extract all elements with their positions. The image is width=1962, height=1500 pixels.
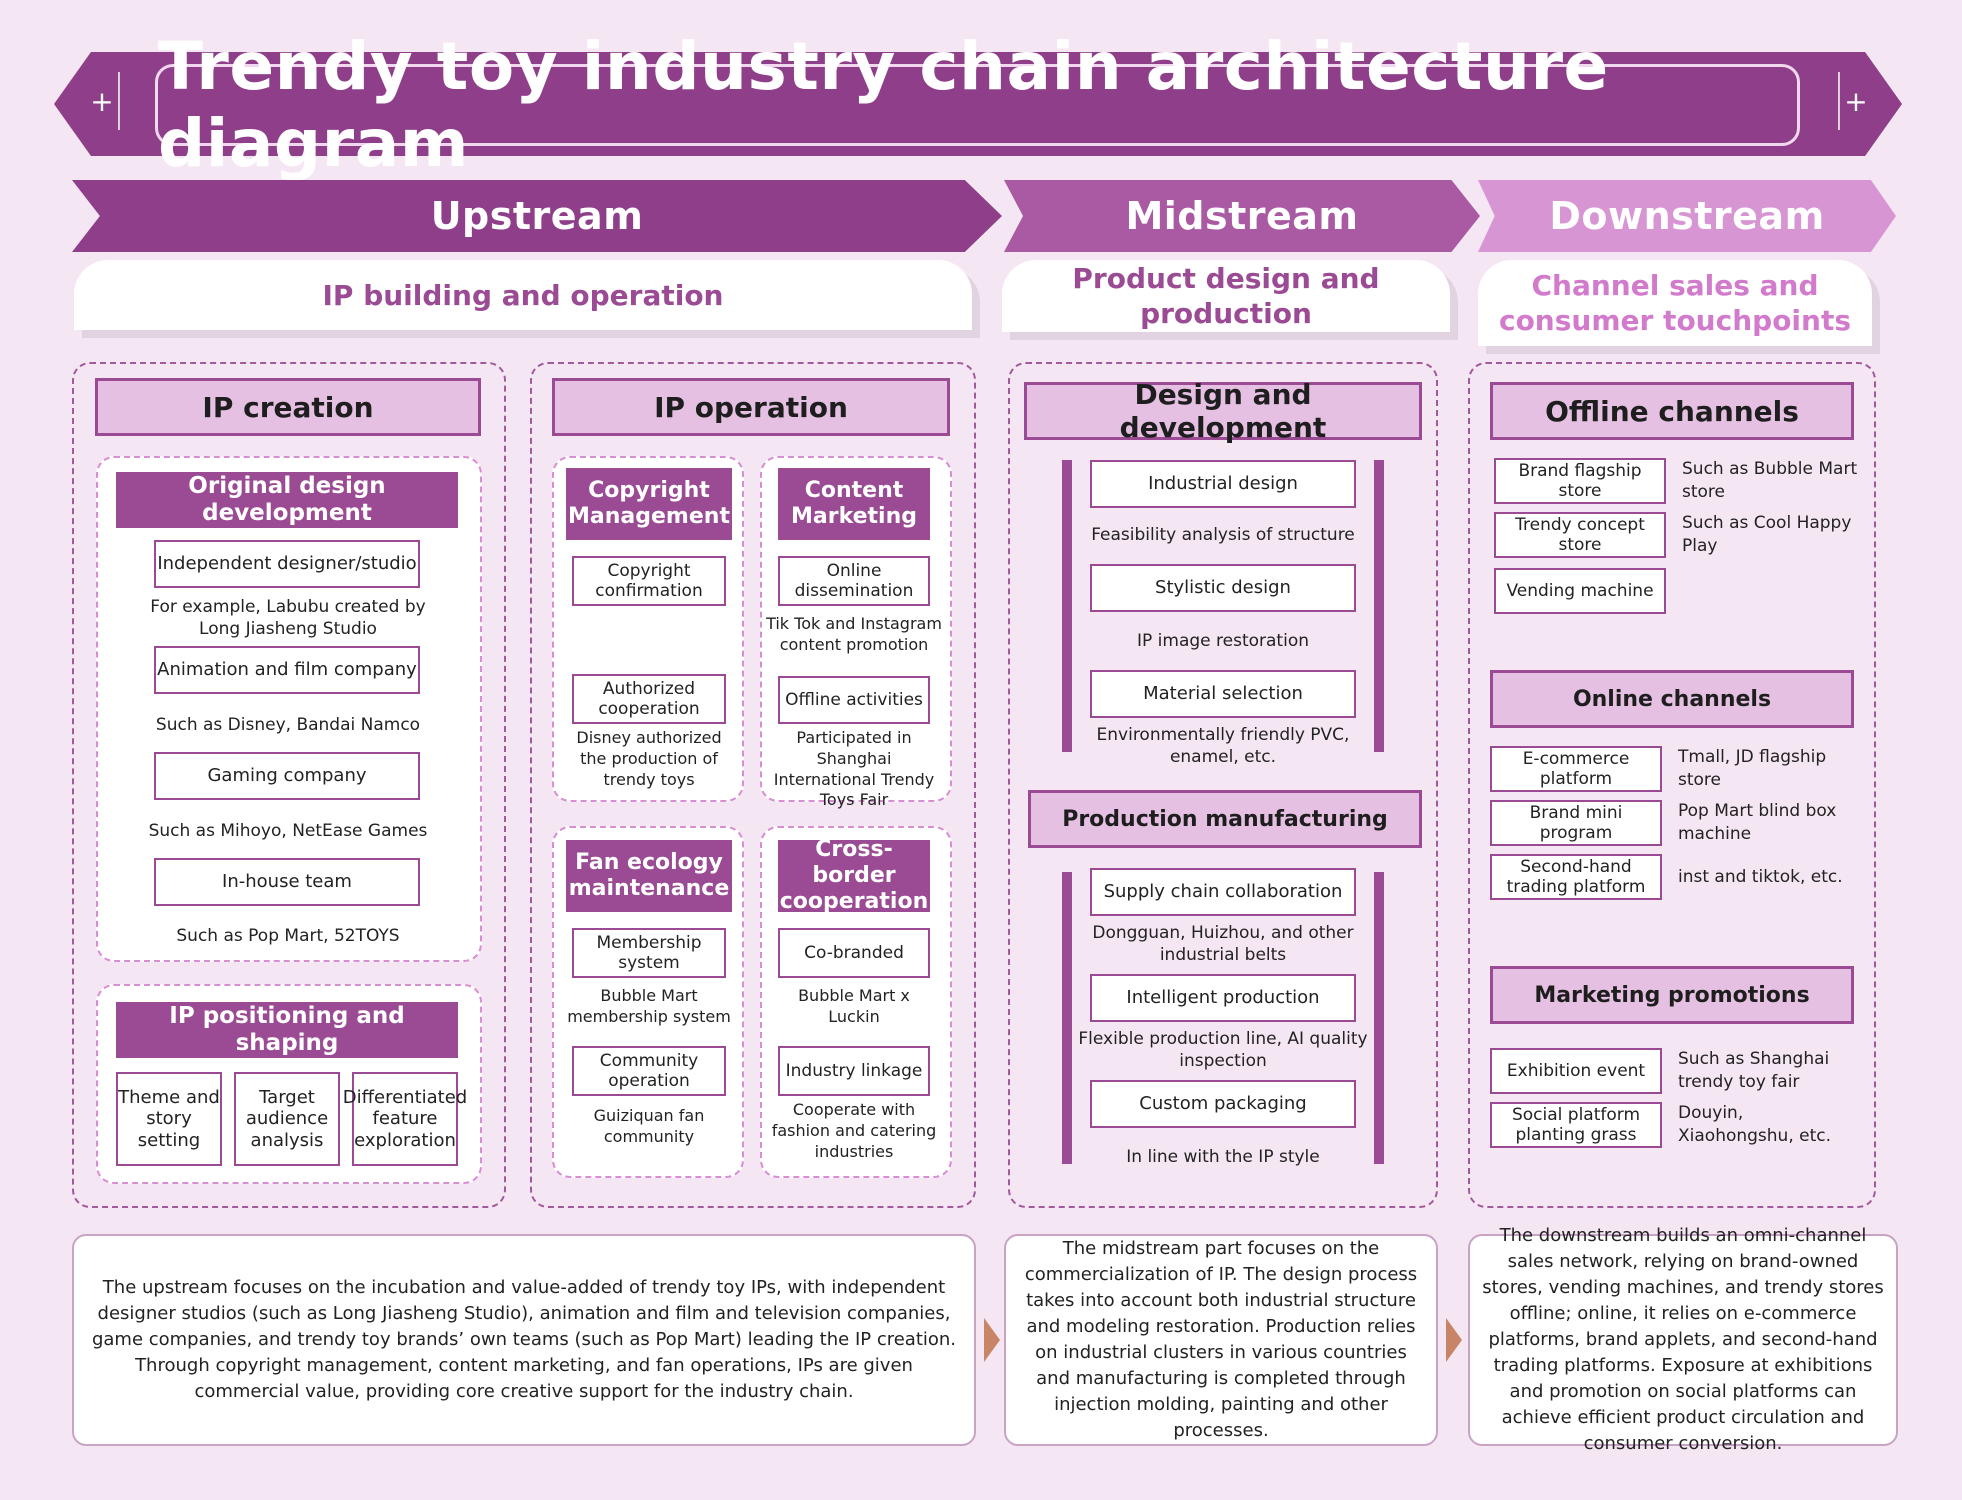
ip-creation-panel: [72, 362, 506, 1208]
upstream-summary: The upstream focuses on the incubation a…: [72, 1234, 976, 1446]
custom-packaging-note: In line with the IP style: [1126, 1147, 1320, 1167]
downstream-panel: [1468, 362, 1876, 1208]
title-banner: [54, 52, 1902, 156]
gaming-company-box: Gaming company: [154, 752, 420, 800]
membership-system-note: Bubble Mart membership system: [567, 986, 731, 1026]
differentiated-feature-box: Differentiated feature exploration: [343, 1072, 467, 1166]
intelligent-production-box: Intelligent production: [1090, 974, 1356, 1022]
membership-system-box: Membership system: [572, 928, 726, 978]
industry-linkage-box: Industry linkage: [778, 1046, 930, 1096]
downstream-subheading: Channel sales and consumer touchpoints: [1478, 260, 1872, 346]
industrial-design-box: Industrial design: [1090, 460, 1356, 508]
vending-machine-box: Vending machine: [1494, 568, 1666, 614]
midstream-panel: [1008, 362, 1438, 1208]
plus-icon: +: [86, 72, 120, 130]
ip-operation-title: IP operation: [552, 378, 950, 436]
offline-activities-note: Participated in Shanghai International T…: [773, 728, 935, 810]
ip-creation-title: IP creation: [95, 378, 481, 436]
stylistic-design-note: IP image restoration: [1137, 631, 1309, 651]
downstream-summary: The downstream builds an omni-channel sa…: [1468, 1225, 1898, 1454]
ecommerce-note: Tmall, JD flagship store: [1678, 747, 1827, 790]
cobranded-box: Co-branded: [778, 928, 930, 978]
independent-designer-box: Independent designer/studio: [154, 540, 420, 588]
exhibition-event-box: Exhibition event: [1490, 1048, 1662, 1094]
animation-company-box: Animation and film company: [154, 646, 420, 694]
material-selection-note: Environmentally friendly PVC, enamel, et…: [1096, 725, 1350, 768]
brand-flagship-note: Such as Bubble Mart store: [1682, 459, 1858, 502]
upstream-header: Upstream: [72, 180, 1002, 252]
design-dev-title: Design and development: [1024, 378, 1422, 444]
animation-company-note: Such as Disney, Bandai Namco: [155, 715, 421, 735]
offline-title: Offline channels: [1490, 382, 1854, 440]
trendy-concept-box: Trendy concept store: [1494, 512, 1666, 558]
online-dissemination-box: Online dissemination: [778, 556, 930, 606]
offline-activities-box: Offline activities: [778, 676, 930, 724]
midstream-header: Midstream: [1004, 180, 1480, 252]
theme-story-box: Theme and story setting: [116, 1072, 222, 1166]
ip-operation-panel: [530, 362, 976, 1208]
intelligent-production-note: Flexible production line, AI quality ins…: [1078, 1029, 1368, 1072]
production-bar-right: [1374, 872, 1384, 1164]
production-bar-left: [1062, 872, 1072, 1164]
material-selection-box: Material selection: [1090, 670, 1356, 718]
copyright-confirmation-box: Copyright confirmation: [572, 556, 726, 606]
social-platform-note: Douyin, Xiaohongshu, etc.: [1678, 1103, 1832, 1146]
industry-linkage-note: Cooperate with fashion and catering indu…: [771, 1100, 937, 1161]
second-hand-note: inst and tiktok, etc.: [1678, 867, 1843, 887]
stylistic-design-box: Stylistic design: [1090, 564, 1356, 612]
downstream-header: Downstream: [1478, 180, 1896, 252]
copyright-title: Copyright Management: [566, 468, 732, 540]
content-title: Content Marketing: [778, 468, 930, 540]
social-platform-box: Social platform planting grass: [1490, 1102, 1662, 1148]
brand-flagship-box: Brand flagship store: [1494, 458, 1666, 504]
ecommerce-box: E-commerce platform: [1490, 746, 1662, 792]
brand-mini-program-note: Pop Mart blind box machine: [1678, 801, 1837, 844]
midstream-summary: The midstream part focuses on the commer…: [1004, 1234, 1438, 1446]
plus-icon: +: [1838, 72, 1872, 130]
crossborder-title: Cross-border cooperation: [778, 837, 930, 914]
exhibition-event-note: Such as Shanghai trendy toy fair: [1678, 1049, 1830, 1092]
inhouse-team-box: In-house team: [154, 858, 420, 906]
independent-designer-note: For example, Labubu created by Long Jias…: [150, 597, 426, 640]
authorized-cooperation-note: Disney authorized the production of tren…: [576, 728, 722, 789]
arrow-right-icon: [984, 1318, 1000, 1362]
midstream-subheading: Product design and production: [1002, 260, 1450, 332]
community-operation-box: Community operation: [572, 1046, 726, 1096]
original-design-title: Original design development: [116, 472, 458, 528]
custom-packaging-box: Custom packaging: [1090, 1080, 1356, 1128]
authorized-cooperation-box: Authorized cooperation: [572, 674, 726, 724]
online-title: Online channels: [1490, 670, 1854, 728]
page-title: Trendy toy industry chain architecture d…: [155, 28, 1800, 182]
supply-chain-note: Dongguan, Huizhou, and other industrial …: [1092, 923, 1354, 966]
trendy-concept-note: Such as Cool Happy Play: [1682, 513, 1852, 556]
industrial-design-note: Feasibility analysis of structure: [1091, 525, 1355, 545]
arrow-right-icon: [1446, 1318, 1462, 1362]
online-dissemination-note: Tik Tok and Instagram content promotion: [766, 614, 942, 654]
community-operation-note: Guiziquan fan community: [593, 1106, 705, 1146]
cobranded-note: Bubble Mart x Luckin: [798, 986, 910, 1026]
production-title: Production manufacturing: [1028, 790, 1422, 848]
fan-title: Fan ecology maintenance: [566, 840, 732, 912]
second-hand-box: Second-hand trading platform: [1490, 854, 1662, 900]
brand-mini-program-box: Brand mini program: [1490, 800, 1662, 846]
supply-chain-box: Supply chain collaboration: [1090, 868, 1356, 916]
gaming-company-note: Such as Mihoyo, NetEase Games: [148, 821, 428, 841]
inhouse-team-note: Such as Pop Mart, 52TOYS: [176, 926, 400, 946]
target-audience-box: Target audience analysis: [234, 1072, 340, 1166]
design-dev-bar-left: [1062, 460, 1072, 752]
ip-positioning-title: IP positioning and shaping: [116, 1002, 458, 1058]
upstream-subheading: IP building and operation: [74, 260, 972, 330]
design-dev-bar-right: [1374, 460, 1384, 752]
marketing-title: Marketing promotions: [1490, 966, 1854, 1024]
